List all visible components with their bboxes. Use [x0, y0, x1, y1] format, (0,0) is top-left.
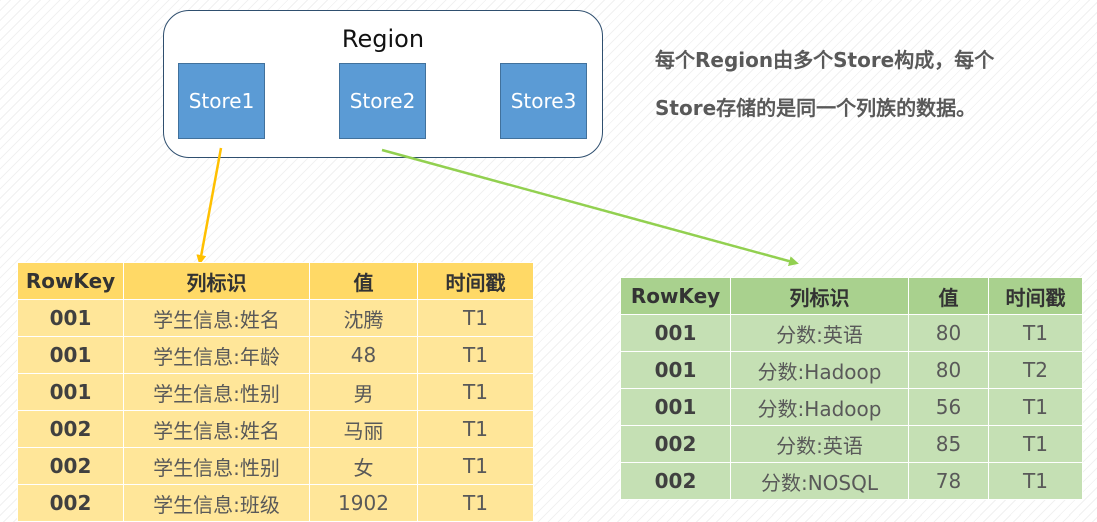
cell-rowkey: 002: [17, 484, 124, 522]
header-timestamp: 时间戳: [988, 277, 1083, 315]
cell-timestamp: T1: [988, 314, 1083, 352]
table-row: 002 分数:NOSQL 78 T1: [620, 462, 1083, 500]
cell-timestamp: T1: [417, 299, 534, 337]
header-rowkey: RowKey: [620, 277, 731, 315]
cell-column: 学生信息:年龄: [123, 336, 310, 374]
cell-rowkey: 002: [620, 425, 731, 463]
cell-value: 男: [309, 373, 418, 411]
table-header-row: RowKey 列标识 值 时间戳: [17, 262, 534, 300]
cell-timestamp: T1: [988, 462, 1083, 500]
cell-rowkey: 001: [620, 351, 731, 389]
cell-value: 马丽: [309, 410, 418, 448]
region-title: Region: [341, 25, 425, 53]
cell-rowkey: 001: [17, 299, 124, 337]
header-column: 列标识: [730, 277, 909, 315]
table-row: 001 学生信息:年龄 48 T1: [17, 336, 534, 374]
table-header-row: RowKey 列标识 值 时间戳: [620, 277, 1083, 315]
table-row: 002 分数:英语 85 T1: [620, 425, 1083, 463]
cell-value: 48: [309, 336, 418, 374]
cell-column: 分数:Hadoop: [730, 388, 909, 426]
header-column: 列标识: [123, 262, 310, 300]
cell-timestamp: T1: [417, 336, 534, 374]
cell-value: 1902: [309, 484, 418, 522]
header-timestamp: 时间戳: [417, 262, 534, 300]
cell-column: 学生信息:性别: [123, 447, 310, 485]
cell-rowkey: 001: [17, 373, 124, 411]
cell-rowkey: 002: [620, 462, 731, 500]
table-row: 001 学生信息:姓名 沈腾 T1: [17, 299, 534, 337]
store3-box: Store3: [500, 63, 587, 139]
cell-rowkey: 001: [620, 388, 731, 426]
table-row: 002 学生信息:性别 女 T1: [17, 447, 534, 485]
cell-value: 80: [908, 351, 989, 389]
table-row: 002 学生信息:班级 1902 T1: [17, 484, 534, 522]
cell-timestamp: T1: [417, 410, 534, 448]
cell-column: 分数:Hadoop: [730, 351, 909, 389]
table-row: 001 学生信息:性别 男 T1: [17, 373, 534, 411]
cell-rowkey: 001: [17, 336, 124, 374]
cell-timestamp: T1: [417, 447, 534, 485]
table-row: 002 学生信息:姓名 马丽 T1: [17, 410, 534, 448]
cell-column: 分数:英语: [730, 425, 909, 463]
cell-value: 78: [908, 462, 989, 500]
store1-box: Store1: [178, 63, 265, 139]
cell-value: 56: [908, 388, 989, 426]
cell-column: 分数:NOSQL: [730, 462, 909, 500]
cell-timestamp: T1: [417, 373, 534, 411]
store2-arrow: [381, 148, 799, 266]
cell-timestamp: T1: [988, 388, 1083, 426]
cell-rowkey: 002: [17, 447, 124, 485]
cell-value: 80: [908, 314, 989, 352]
cell-rowkey: 002: [17, 410, 124, 448]
cell-column: 分数:英语: [730, 314, 909, 352]
note-line-1: 每个Region由多个Store构成，每个: [655, 48, 995, 72]
store2-box: Store2: [339, 63, 426, 139]
cell-timestamp: T2: [988, 351, 1083, 389]
cell-value: 85: [908, 425, 989, 463]
cell-column: 学生信息:姓名: [123, 299, 310, 337]
cell-timestamp: T1: [988, 425, 1083, 463]
store1-table: RowKey 列标识 值 时间戳 001 学生信息:姓名 沈腾 T1 001 学…: [17, 262, 534, 522]
cell-timestamp: T1: [417, 484, 534, 522]
header-value: 值: [309, 262, 418, 300]
cell-column: 学生信息:班级: [123, 484, 310, 522]
cell-column: 学生信息:性别: [123, 373, 310, 411]
header-rowkey: RowKey: [17, 262, 124, 300]
cell-column: 学生信息:姓名: [123, 410, 310, 448]
cell-value: 女: [309, 447, 418, 485]
cell-value: 沈腾: [309, 299, 418, 337]
cell-rowkey: 001: [620, 314, 731, 352]
table-row: 001 分数:Hadoop 56 T1: [620, 388, 1083, 426]
description-note: 每个Region由多个Store构成，每个 Store存储的是同一个列族的数据。: [655, 36, 1075, 132]
table-row: 001 分数:英语 80 T1: [620, 314, 1083, 352]
note-line-2: Store存储的是同一个列族的数据。: [655, 96, 977, 120]
header-value: 值: [908, 277, 989, 315]
store1-arrow: [196, 147, 223, 265]
table-row: 001 分数:Hadoop 80 T2: [620, 351, 1083, 389]
store2-table: RowKey 列标识 值 时间戳 001 分数:英语 80 T1 001 分数:…: [620, 277, 1083, 500]
